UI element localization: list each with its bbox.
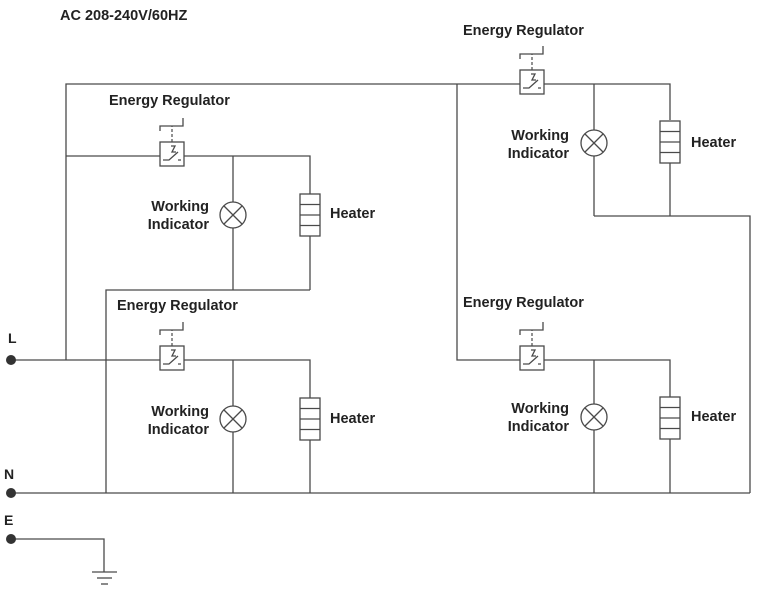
working-indicator-label: Working Indicator — [490, 127, 569, 163]
circuit-top-left — [159, 118, 321, 290]
energy-regulator-label: Energy Regulator — [109, 93, 230, 109]
main-wiring — [11, 83, 751, 572]
terminal-l-dot — [6, 355, 16, 365]
indicator-label-line1: Working — [511, 401, 569, 417]
indicator-label-line2: Indicator — [507, 146, 569, 162]
terminal-l-label: L — [8, 330, 17, 346]
working-indicator-label: Working Indicator — [130, 198, 209, 234]
terminal-e-label: E — [4, 512, 14, 528]
energy-regulator-label: Energy Regulator — [117, 298, 238, 314]
working-indicator-label: Working Indicator — [130, 403, 209, 439]
indicator-label-line1: Working — [151, 199, 209, 215]
circuit-top-right — [519, 46, 681, 216]
heater-label: Heater — [691, 409, 737, 425]
working-indicator-label: Working Indicator — [490, 400, 569, 436]
circuit-bottom-left — [159, 322, 321, 493]
ground-icon — [92, 571, 117, 585]
energy-regulator-label: Energy Regulator — [463, 295, 584, 311]
top-bus — [65, 83, 520, 360]
indicator-label-line2: Indicator — [507, 419, 569, 435]
indicator-label-line1: Working — [151, 404, 209, 420]
heater-label: Heater — [330, 411, 376, 427]
energy-regulator-switch — [159, 345, 185, 371]
tr-return — [594, 215, 751, 493]
heater-label: Heater — [691, 135, 737, 151]
terminal-n-dot — [6, 488, 16, 498]
terminal-n-label: N — [4, 466, 15, 482]
indicator-label-line2: Indicator — [147, 217, 209, 233]
bl-return — [105, 289, 310, 493]
indicator-label-line2: Indicator — [147, 422, 209, 438]
circuit-bottom-right — [519, 322, 681, 493]
top-bus-right — [544, 83, 671, 120]
heater-label: Heater — [330, 206, 376, 222]
energy-regulator-label: Energy Regulator — [463, 23, 584, 39]
terminal-e-dot — [6, 534, 16, 544]
earth-line — [11, 538, 105, 572]
supply-rating-title: AC 208-240V/60HZ — [60, 8, 188, 24]
indicator-label-line1: Working — [511, 128, 569, 144]
right-bus — [456, 84, 520, 361]
